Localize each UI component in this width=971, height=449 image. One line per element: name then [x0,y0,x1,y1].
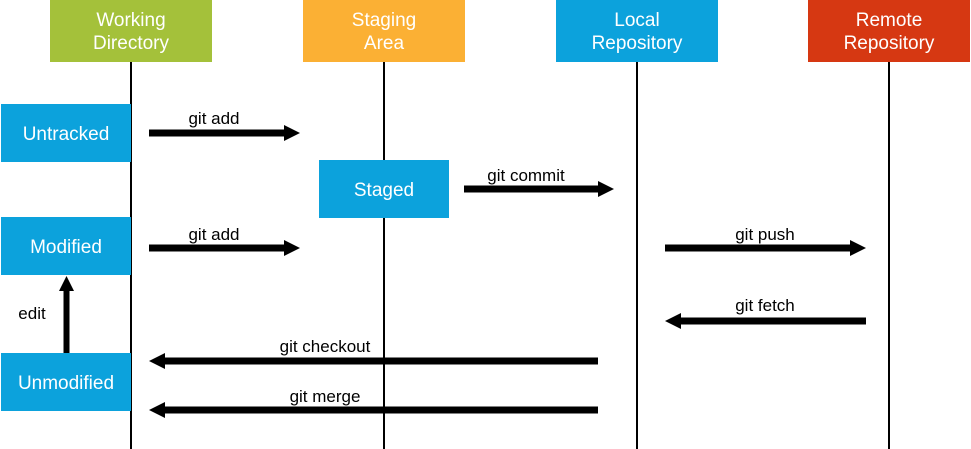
arrow-git-push-head [850,240,866,256]
state-untracked-box [1,104,131,162]
arrow-git-fetch: git fetch [665,296,866,329]
header-working-directory-box [50,0,212,62]
arrow-edit-shaft [63,290,70,353]
arrow-git-merge: git merge [149,387,598,418]
label-git-commit: git commit [487,166,565,185]
header-staging-area-box [303,0,465,62]
arrow-edit-head [59,276,74,291]
arrow-git-fetch-head [665,313,681,329]
arrow-git-add-untracked: git add [149,109,300,141]
label-git-fetch: git fetch [735,296,795,315]
state-unmodified: Unmodified [1,353,131,411]
label-git-merge: git merge [290,387,361,406]
header-local-repository-line1: Local [614,10,659,31]
arrow-git-commit: git commit [464,166,614,197]
arrow-git-push: git push [665,225,866,256]
header-local-repository-line2: Repository [592,33,683,54]
header-working-directory: Working Directory [50,0,212,62]
arrow-git-push-shaft [665,244,851,252]
header-staging-area: Staging Area [303,0,465,62]
arrow-git-add-untracked-shaft [149,129,285,137]
arrow-git-checkout-shaft [164,357,598,365]
header-local-repository: Local Repository [556,0,718,62]
state-staged-box [319,160,449,218]
label-edit: edit [18,304,46,323]
arrow-git-checkout-head [149,353,165,369]
arrow-git-merge-head [149,402,165,418]
state-modified-label: Modified [30,237,102,258]
state-unmodified-box [1,353,131,411]
arrow-git-merge-shaft [164,406,598,414]
state-untracked-label: Untracked [23,124,110,145]
header-remote-repository: Remote Repository [808,0,970,62]
state-staged: Staged [319,160,449,218]
arrow-git-fetch-shaft [680,317,866,325]
header-remote-repository-box [808,0,970,62]
header-working-directory-line2: Directory [93,33,170,54]
arrow-git-add-modified-shaft [149,244,285,252]
arrow-git-checkout: git checkout [149,337,598,369]
label-git-push: git push [735,225,795,244]
arrow-edit: edit [18,276,74,353]
state-modified-box [1,217,131,275]
header-working-directory-line1: Working [96,10,165,31]
header-staging-area-line2: Area [364,33,405,54]
label-git-add-modified: git add [188,225,239,244]
arrow-git-commit-shaft [464,185,599,193]
arrow-git-add-modified: git add [149,225,300,256]
header-remote-repository-line1: Remote [856,10,923,31]
arrow-git-add-modified-head [284,240,300,256]
state-modified: Modified [1,217,131,275]
header-remote-repository-line2: Repository [844,33,935,54]
header-staging-area-line1: Staging [352,10,416,31]
label-git-add-untracked: git add [188,109,239,128]
state-staged-label: Staged [354,180,414,201]
label-git-checkout: git checkout [280,337,371,356]
state-untracked: Untracked [1,104,131,162]
arrow-git-add-untracked-head [284,125,300,141]
state-unmodified-label: Unmodified [18,373,114,394]
arrow-git-commit-head [598,181,614,197]
header-local-repository-box [556,0,718,62]
